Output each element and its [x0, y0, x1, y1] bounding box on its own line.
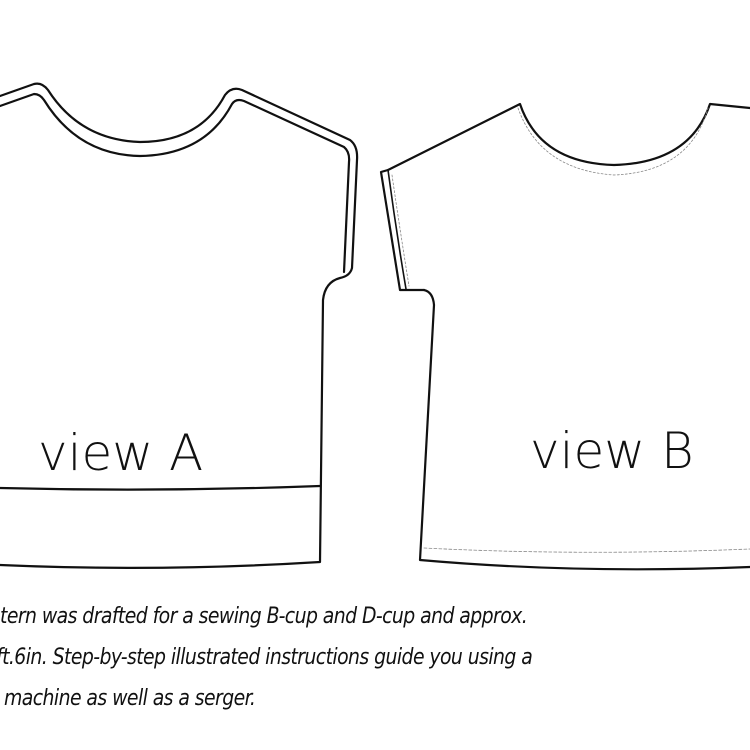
caption-line: tern was drafted for a sewing B-cup and …	[0, 603, 528, 629]
view-a-drawing: view A	[0, 82, 359, 569]
garment-illustration: view A view B	[0, 82, 750, 571]
view-b-label: view B	[530, 422, 694, 480]
view-b-drawing: view B	[379, 102, 750, 571]
caption-line: machine as well as a serger.	[4, 685, 256, 711]
pattern-description: tern was drafted for a sewing B-cup and …	[0, 596, 750, 719]
view-a-label: view A	[38, 424, 203, 482]
caption-line: ft.6in. Step-by-step illustrated instruc…	[0, 644, 533, 670]
